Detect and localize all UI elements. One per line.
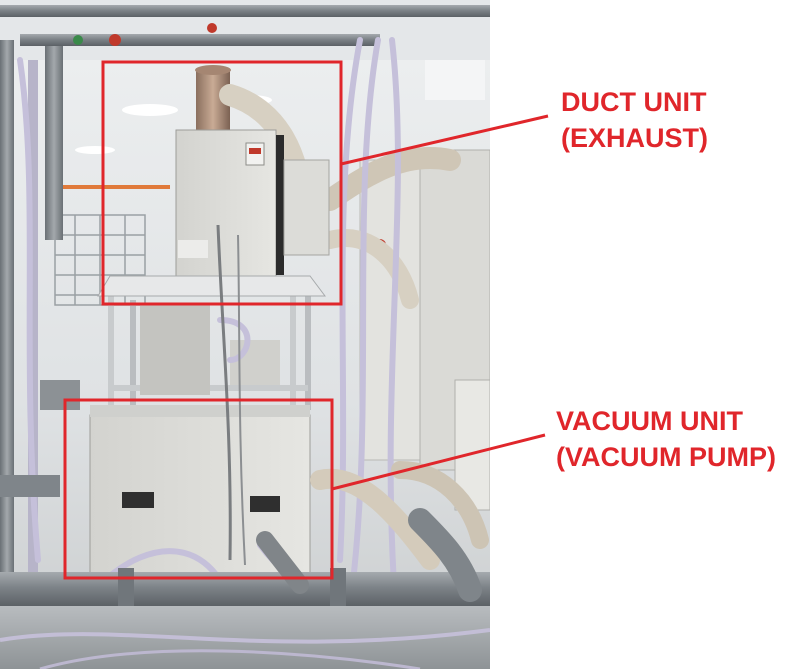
duct-unit-box [101, 60, 343, 306]
vacuum-unit-label-line2: (VACUUM PUMP) [556, 442, 776, 472]
equipment-photo [0, 0, 490, 669]
vacuum-unit-label-line1: VACUUM UNIT [556, 406, 743, 436]
vacuum-unit-label: VACUUM UNIT (VACUUM PUMP) [556, 403, 776, 475]
duct-unit-label-line2: (EXHAUST) [561, 123, 708, 153]
duct-unit-label: DUCT UNIT (EXHAUST) [561, 84, 708, 156]
duct-unit-label-line1: DUCT UNIT [561, 87, 707, 117]
